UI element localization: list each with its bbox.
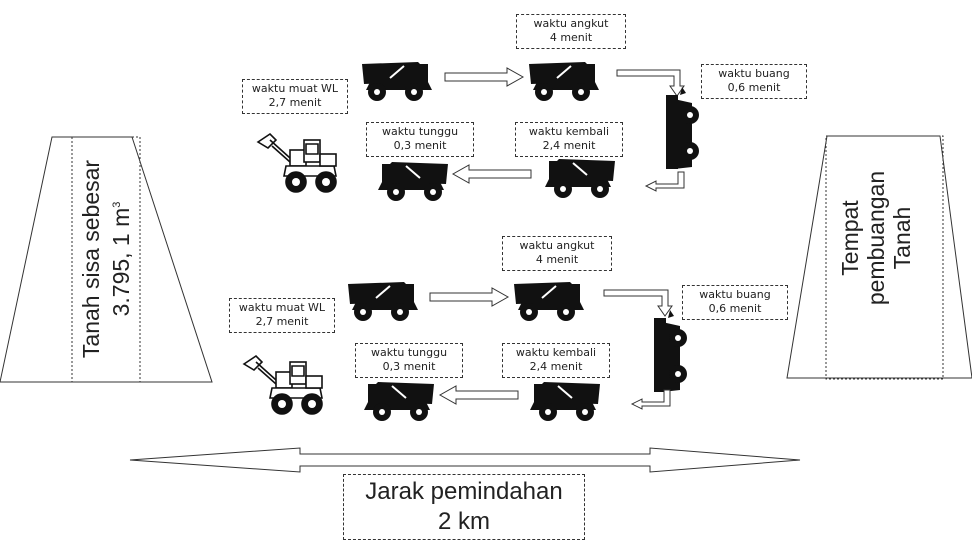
dump-truck-icon (378, 162, 448, 201)
tunggu-box-2: waktu tunggu 0,3 menit (355, 343, 463, 378)
cycle-2 (243, 281, 687, 421)
angkut-box-2: waktu angkut 4 menit (502, 236, 612, 271)
elbow-arrow-icon (616, 69, 685, 97)
arrow-left-icon (452, 164, 532, 184)
tunggu-label: waktu tunggu (381, 125, 459, 138)
left-pile-line1: Tanah sisa sebesar (78, 159, 105, 359)
double-arrow-icon (129, 447, 801, 473)
left-pile-label-box (71, 136, 141, 383)
dumping-truck-icon (654, 310, 687, 392)
tunggu-box-1: waktu tunggu 0,3 menit (366, 122, 474, 157)
cycle-1 (257, 61, 699, 201)
right-pile-line1: Tempat (837, 200, 863, 276)
arrow-right-icon (429, 287, 509, 307)
wheel-loader-icon (257, 133, 337, 193)
angkut-value: 4 menit (535, 253, 579, 266)
arrow-right-icon (444, 67, 524, 87)
muat-value: 2,7 menit (255, 315, 309, 328)
kembali-label: waktu kembali (528, 125, 610, 138)
muat-label: waktu muat WL (238, 301, 326, 314)
buang-label: waktu buang (718, 67, 790, 80)
kembali-value: 2,4 menit (542, 139, 596, 152)
distance-line2: 2 km (437, 508, 490, 535)
tunggu-label: waktu tunggu (370, 346, 448, 359)
muat-label: waktu muat WL (251, 82, 339, 95)
right-pile-line2: pembuangan (863, 170, 889, 306)
kembali-box-1: waktu kembali 2,4 menit (515, 122, 623, 157)
right-pile-label: Tempat pembuangan Tanah (837, 171, 915, 305)
angkut-value: 4 menit (549, 31, 593, 44)
elbow-arrow-icon (630, 389, 671, 410)
left-pile-line2: 3.795, 1 m3 (107, 201, 134, 317)
tunggu-value: 0,3 menit (382, 360, 436, 373)
dump-truck-icon (528, 61, 600, 102)
buang-box-2: waktu buang 0,6 menit (682, 285, 788, 320)
dump-truck-icon (361, 61, 433, 102)
muat-box-2: waktu muat WL 2,7 menit (229, 298, 335, 333)
buang-value: 0,6 menit (727, 81, 781, 94)
left-pile-label: Tanah sisa sebesar 3.795, 1 m3 (78, 160, 134, 358)
muat-value: 2,7 menit (268, 96, 322, 109)
kembali-label: waktu kembali (515, 346, 597, 359)
arrow-left-icon (439, 385, 519, 405)
dump-truck-icon (530, 382, 600, 421)
dump-truck-icon (364, 382, 434, 421)
superscript-3: 3 (111, 201, 124, 208)
dump-truck-icon (545, 159, 615, 198)
elbow-arrow-icon (644, 171, 685, 192)
distance-line1: Jarak pemindahan (365, 478, 563, 505)
dump-truck-icon (513, 281, 585, 322)
angkut-label: waktu angkut (533, 17, 609, 30)
kembali-box-2: waktu kembali 2,4 menit (502, 343, 610, 378)
right-pile-line3: Tanah (889, 206, 915, 270)
angkut-label: waktu angkut (519, 239, 595, 252)
buang-label: waktu buang (699, 288, 771, 301)
dump-truck-icon (347, 281, 419, 322)
dumping-truck-icon (666, 87, 699, 169)
angkut-box-1: waktu angkut 4 menit (516, 14, 626, 49)
distance-label-box: Jarak pemindahan 2 km (343, 474, 585, 540)
buang-box-1: waktu buang 0,6 menit (701, 64, 807, 99)
tunggu-value: 0,3 menit (393, 139, 447, 152)
kembali-value: 2,4 menit (529, 360, 583, 373)
elbow-arrow-icon (603, 289, 673, 317)
muat-box-1: waktu muat WL 2,7 menit (242, 79, 348, 114)
wheel-loader-icon (243, 355, 323, 415)
buang-value: 0,6 menit (708, 302, 762, 315)
